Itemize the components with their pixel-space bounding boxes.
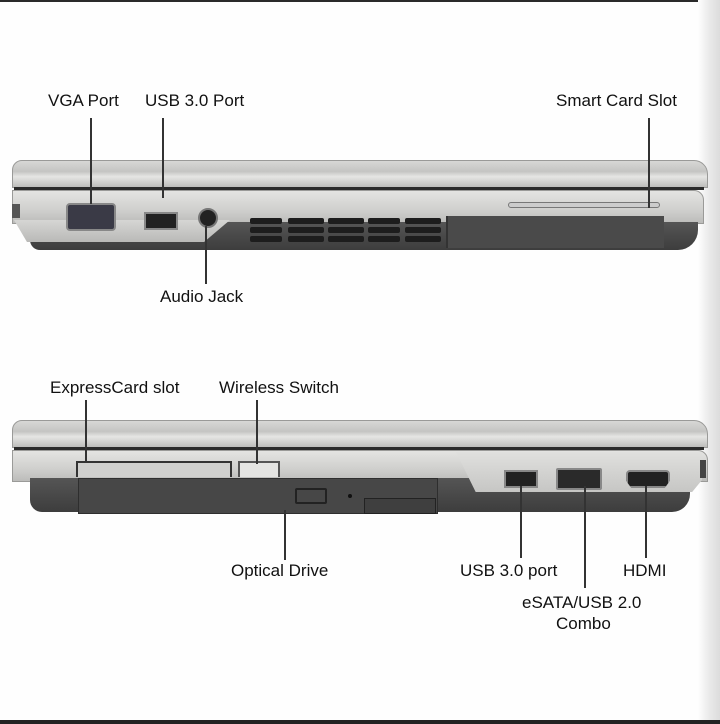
optical-drive-bezel: [364, 498, 436, 514]
usb-callout-line: [162, 118, 164, 198]
laptop-lid: [12, 160, 708, 188]
hdmi-port: [626, 470, 670, 488]
battery-panel: [446, 216, 664, 248]
hdmi-callout-line: [645, 486, 647, 558]
esata-callout-line: [584, 486, 586, 588]
security-lock-slot: [12, 204, 20, 218]
smart-card-slot-label: Smart Card Slot: [556, 91, 677, 110]
right-edge-shade: [698, 0, 720, 724]
bottom-border: [0, 720, 720, 724]
lid-seam: [14, 187, 704, 190]
usb-port-label: USB 3.0 port: [460, 561, 558, 580]
audio-callout-line: [205, 226, 207, 284]
esata-usb-combo-port: [556, 468, 602, 490]
optical-eject-button: [295, 488, 327, 504]
wireless-switch-label: Wireless Switch: [219, 378, 339, 397]
wireless-callout-line: [256, 400, 258, 464]
optical-drive-led: [348, 494, 352, 498]
expresscard-callout-line: [85, 400, 87, 462]
security-lock-slot: [700, 460, 706, 478]
esata-combo-label-line2: Combo: [556, 614, 611, 633]
smartcard-callout-line: [648, 118, 650, 208]
esata-combo-label-line1: eSATA/USB 2.0: [522, 593, 642, 612]
hdmi-label: HDMI: [623, 561, 667, 580]
audio-jack-label: Audio Jack: [160, 287, 244, 306]
laptop-lid: [12, 420, 708, 448]
vga-callout-line: [90, 118, 92, 204]
usb-port-label: USB 3.0 Port: [145, 91, 245, 110]
audio-jack: [198, 208, 218, 228]
expresscard-slot-label: ExpressCard slot: [50, 378, 180, 397]
optical-callout-line: [284, 510, 286, 560]
lid-seam: [14, 447, 704, 450]
usb-port: [144, 212, 178, 230]
expresscard-slot: [76, 461, 232, 477]
optical-drive-label: Optical Drive: [231, 561, 329, 580]
wireless-switch[interactable]: [238, 461, 280, 477]
top-border: [0, 0, 720, 2]
usb-callout-line: [520, 486, 522, 558]
vga-port: [66, 203, 116, 231]
vga-port-label: VGA Port: [48, 91, 119, 110]
smart-card-slot: [508, 202, 660, 208]
base-front-panel: [14, 220, 230, 242]
